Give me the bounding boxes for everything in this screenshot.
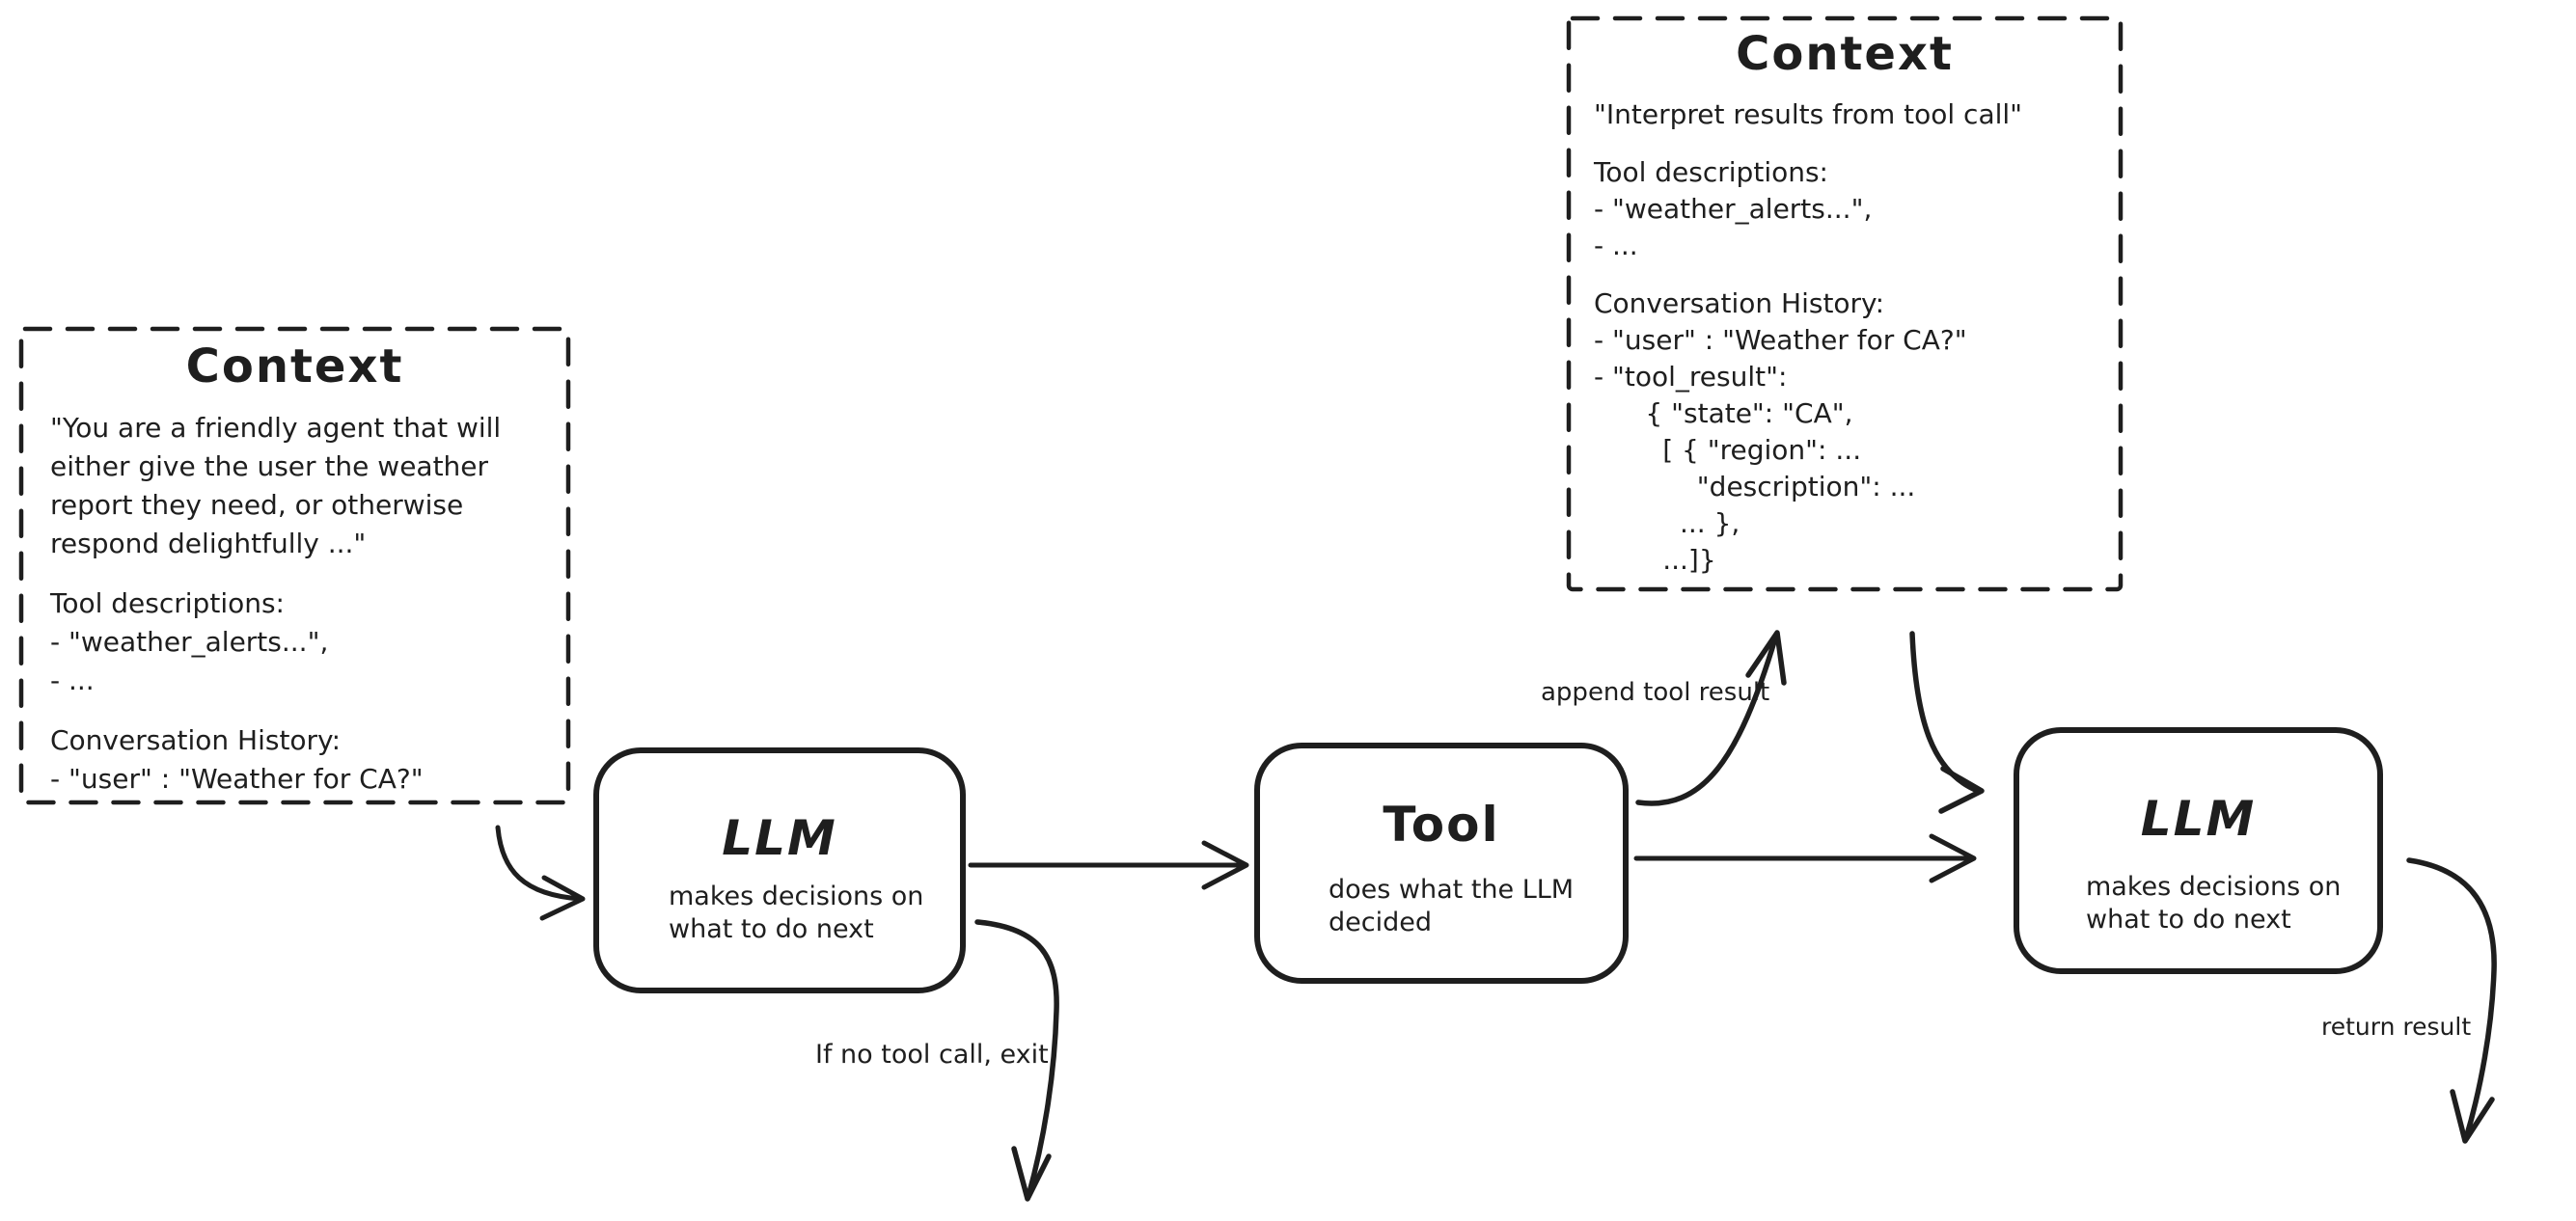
text-line bbox=[50, 700, 501, 721]
text-line: [ { "region": ... bbox=[1594, 434, 1862, 466]
text-line: respond delightfully ..." bbox=[50, 528, 367, 559]
arrow-llm-first-exit bbox=[974, 919, 1059, 1202]
text-line: what to do next bbox=[2086, 905, 2291, 935]
text-line bbox=[1594, 264, 2022, 285]
arrow-shaft bbox=[1635, 636, 1778, 806]
text-line: makes decisions on bbox=[2086, 872, 2342, 902]
arrow-context-left-to-llm-first bbox=[495, 825, 586, 921]
context-left-body: "You are a friendly agent that will eithe… bbox=[50, 409, 501, 799]
tool-title: Tool bbox=[1383, 797, 1500, 853]
text-line: Tool descriptions: bbox=[50, 587, 285, 619]
text-line: { "state": "CA", bbox=[1594, 397, 1853, 429]
arrow-head bbox=[539, 875, 586, 921]
text-line: - ... bbox=[1594, 230, 1638, 261]
context-left-title: Context bbox=[185, 339, 404, 393]
llm-second-box bbox=[2014, 727, 2383, 974]
tool-subtitle: does what the LLM decided bbox=[1329, 874, 1574, 939]
text-line bbox=[1594, 133, 2022, 154]
text-line bbox=[50, 563, 501, 584]
text-line: makes decisions on bbox=[669, 882, 924, 911]
tool-box bbox=[1254, 743, 1629, 984]
arrow-shaft bbox=[974, 919, 1059, 1199]
text-line: does what the LLM bbox=[1329, 875, 1575, 905]
arrow-shaft bbox=[2406, 857, 2497, 1141]
edge-label-append-tool-result: append tool result bbox=[1541, 678, 1770, 707]
context-top-title: Context bbox=[1736, 27, 1954, 81]
context-top-box bbox=[1566, 15, 2124, 592]
arrow-tool-to-llm-second bbox=[1633, 833, 1977, 883]
arrow-head bbox=[2450, 1089, 2495, 1144]
text-line: either give the user the weather bbox=[50, 450, 489, 482]
text-line: - "weather_alerts...", bbox=[50, 626, 329, 658]
text-line: - "user" : "Weather for CA?" bbox=[50, 763, 424, 795]
llm-first-title: LLM bbox=[722, 810, 837, 866]
arrow-head bbox=[1938, 766, 1985, 814]
text-line: decided bbox=[1329, 908, 1432, 937]
text-line: Conversation History: bbox=[1594, 287, 1885, 319]
text-line: ... }, bbox=[1594, 507, 1740, 539]
llm-first-subtitle: makes decisions on what to do next bbox=[669, 881, 923, 946]
arrow-llm-first-to-tool bbox=[968, 840, 1249, 890]
edge-label-return-result: return result bbox=[2321, 1013, 2472, 1041]
context-left-box bbox=[18, 326, 571, 805]
context-top-body: "Interpret results from tool call" Tool d… bbox=[1594, 96, 2022, 579]
text-line: Conversation History: bbox=[50, 724, 342, 756]
text-line: - ... bbox=[50, 665, 95, 696]
llm-first-box bbox=[593, 747, 966, 993]
text-line: ...]} bbox=[1594, 544, 1716, 576]
edge-label-if-no-tool-call-exit: If no tool call, exit bbox=[815, 1040, 1049, 1070]
arrow-head bbox=[1745, 630, 1787, 686]
arrow-llm-second-return bbox=[2406, 857, 2497, 1144]
text-line: what to do next bbox=[669, 914, 874, 944]
arrow-head bbox=[1929, 833, 1977, 883]
arrow-tool-to-context-top bbox=[1635, 630, 1787, 806]
arrow-head bbox=[1011, 1146, 1052, 1202]
text-line: "Interpret results from tool call" bbox=[1594, 98, 2023, 130]
text-line: report they need, or otherwise bbox=[50, 489, 464, 521]
arrow-shaft bbox=[495, 825, 584, 902]
text-line: - "weather_alerts...", bbox=[1594, 193, 1873, 225]
text-line: - "tool_result": bbox=[1594, 361, 1788, 393]
text-line: "description": ... bbox=[1594, 471, 1916, 502]
arrow-head bbox=[1201, 840, 1249, 890]
text-line: - "user" : "Weather for CA?" bbox=[1594, 324, 1967, 356]
text-line: "You are a friendly agent that will bbox=[50, 412, 502, 444]
text-line: Tool descriptions: bbox=[1594, 156, 1828, 188]
llm-second-title: LLM bbox=[2140, 791, 2257, 847]
arrow-context-top-to-llm-second bbox=[1909, 631, 1985, 814]
